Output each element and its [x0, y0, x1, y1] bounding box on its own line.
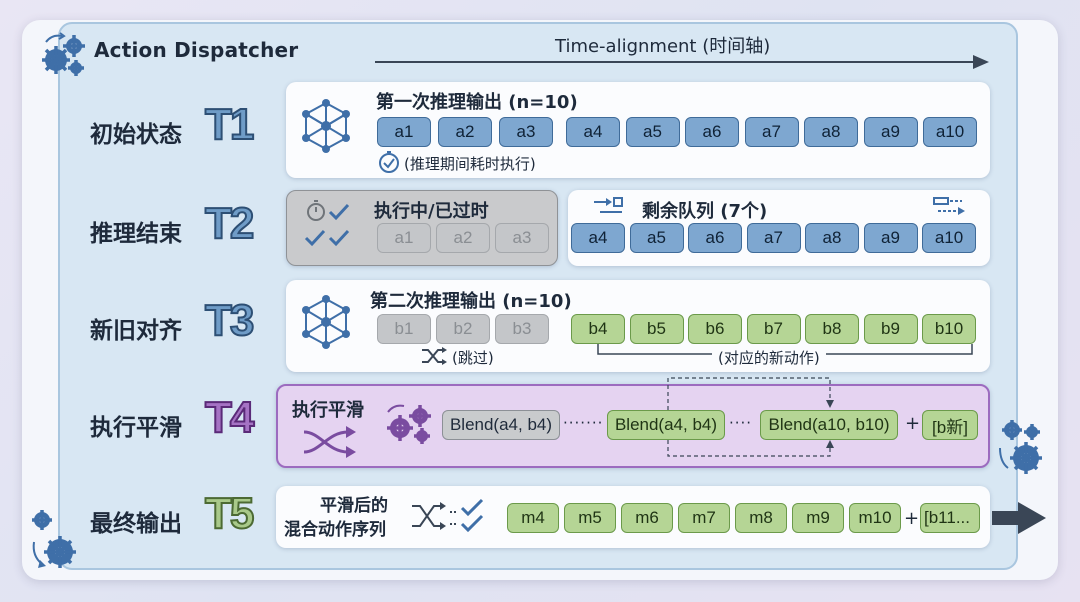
t2-label: T2 — [204, 198, 255, 249]
row-label-1: 初始状态 — [90, 122, 182, 148]
t1-cell-4: a4 — [566, 117, 620, 147]
blend-cell-3: Blend(a10, b10) — [760, 410, 898, 440]
t4-label: T4 — [204, 392, 255, 443]
shuffle-skip-icon — [422, 347, 447, 365]
t3-new-cell-3: b6 — [688, 314, 742, 344]
t3-new-note: (对应的新动作) — [712, 347, 826, 368]
t5-cell-4: m7 — [678, 503, 730, 533]
page-title: Action Dispatcher — [94, 38, 299, 62]
t1-cell-1: a1 — [377, 117, 431, 147]
t3-new-cell-2: b5 — [629, 314, 684, 344]
t1-cell-3: a3 — [499, 117, 553, 147]
neural-network-icon — [302, 99, 350, 153]
t1-title: 第一次推理输出 (n=10) — [376, 92, 578, 113]
row-label-3: 新旧对齐 — [90, 318, 182, 344]
t3-skipped-cell-2: b2 — [436, 314, 490, 344]
shuffle-check-icon — [412, 498, 484, 533]
gears-bottom-left-icon — [32, 510, 76, 568]
t3-new-cell-6: b9 — [863, 314, 918, 344]
t2-executed-cell-1: a1 — [377, 223, 431, 253]
smooth-merge-icon — [303, 426, 356, 458]
t2-remaining-cell-2: a5 — [629, 223, 684, 253]
t1-cell-9: a9 — [863, 117, 918, 147]
t2-executed-title: 执行中/已过时 — [374, 201, 489, 222]
t1-cell-6: a6 — [685, 117, 739, 147]
gears-right-icon — [999, 420, 1042, 474]
t5-cell-6: m9 — [792, 503, 844, 533]
t2-remaining-cell-4: a7 — [746, 223, 801, 253]
t2-remaining-cell-7: a10 — [922, 223, 976, 253]
time-axis-arrow — [375, 55, 989, 69]
t1-cell-5: a5 — [625, 117, 680, 147]
t2-executed-cell-2: a2 — [436, 223, 490, 253]
t3-new-cell-1: b4 — [571, 314, 625, 344]
t2-remaining-cell-5: a8 — [805, 223, 859, 253]
t3-new-cell-4: b7 — [746, 314, 801, 344]
blend-dots-2: ···· — [729, 414, 753, 432]
row-label-2: 推理结束 — [90, 221, 182, 247]
t5-cell-5: m8 — [735, 503, 787, 533]
executed-checks-icon — [304, 200, 350, 247]
t1-note: (推理期间耗时执行) — [404, 155, 536, 173]
time-axis-label: Time-alignment (时间轴) — [555, 36, 771, 57]
clock-check-icon — [379, 151, 399, 173]
t1-cell-8: a8 — [804, 117, 858, 147]
t5-title-line1: 平滑后的 — [320, 496, 388, 516]
blend-cell-2: Blend(a4, b4) — [607, 410, 725, 440]
t5-cell-1: m4 — [507, 503, 559, 533]
t3-title: 第二次推理输出 (n=10) — [370, 291, 572, 312]
blend-cell-1: Blend(a4, b4) — [442, 410, 560, 440]
queue-out-icon — [933, 197, 965, 215]
t2-remaining-cell-3: a6 — [688, 223, 742, 253]
t4-plus: + — [905, 413, 921, 434]
queue-in-icon — [594, 197, 623, 213]
t5-plus: + — [904, 508, 920, 529]
t4-dashed-connector — [667, 377, 834, 457]
t5-cell-3: m6 — [621, 503, 673, 533]
gears-icon — [42, 32, 85, 76]
t5-tail-cell: [b11... — [920, 503, 980, 533]
neural-network-icon-2 — [302, 295, 350, 349]
t2-remaining-cell-6: a9 — [863, 223, 918, 253]
blend-dots-1: ······· — [563, 414, 604, 432]
t1-cell-10: a10 — [923, 117, 977, 147]
t1-cell-7: a7 — [744, 117, 799, 147]
t4-title: 执行平滑 — [292, 400, 364, 421]
t3-skipped-cell-3: b3 — [495, 314, 549, 344]
row-label-4: 执行平滑 — [90, 415, 182, 441]
t2-remaining-cell-1: a4 — [571, 223, 625, 253]
t1-cell-2: a2 — [438, 117, 492, 147]
t3-skipped-cell-1: b1 — [377, 314, 431, 344]
t3-new-cell-7: b10 — [922, 314, 976, 344]
t1-label: T1 — [204, 99, 255, 150]
row-label-5: 最终输出 — [90, 511, 182, 537]
t5-cell-7: m10 — [849, 503, 901, 533]
t3-skip-note: (跳过) — [452, 349, 494, 367]
t3-new-cell-5: b8 — [805, 314, 859, 344]
t2-remaining-title: 剩余队列 (7个) — [642, 201, 768, 222]
t2-executed-cell-3: a3 — [495, 223, 549, 253]
t5-label: T5 — [204, 488, 255, 539]
gears-purple-icon — [387, 404, 431, 444]
t3-label: T3 — [204, 295, 255, 346]
t4-tail-cell: [b新] — [922, 410, 978, 440]
output-arrow-icon — [992, 502, 1046, 534]
t5-title-line2: 混合动作序列 — [284, 520, 386, 540]
t5-cell-2: m5 — [564, 503, 616, 533]
